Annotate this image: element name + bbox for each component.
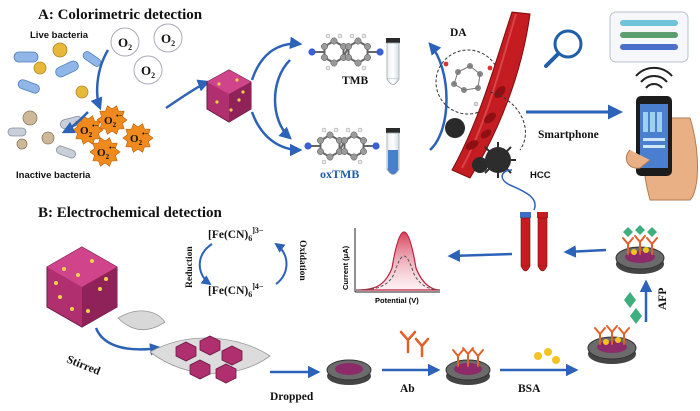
live-bacteria-label: Live bacteria <box>30 30 89 41</box>
hcc-label: HCC <box>530 170 551 181</box>
reduction-label: Reduction <box>185 246 195 288</box>
oxtmb-vial <box>386 128 400 175</box>
bacterium-sphere <box>75 85 89 99</box>
flow-arrow <box>563 245 607 258</box>
antibody-icon <box>399 330 430 358</box>
superoxide-radical: O2•− <box>122 123 154 153</box>
superoxide-group: O2•− O2•− O2•− O2•− <box>72 105 154 167</box>
bacterium-rod-dead <box>55 145 77 159</box>
bacterium-sphere <box>52 42 68 58</box>
bacterium-sphere-dead <box>22 110 38 126</box>
flow-arrow <box>250 36 303 81</box>
svg-text:O2•−: O2•− <box>130 130 149 147</box>
inactive-bacteria-cluster <box>7 110 83 159</box>
svg-text:O2: O2 <box>118 35 132 52</box>
afp-icon <box>624 292 642 324</box>
electrode-disc-ab <box>445 347 491 385</box>
flow-arrow <box>165 79 211 110</box>
electrode-disc-afp <box>615 225 665 274</box>
magnifier-icon <box>544 29 583 68</box>
dropped-label: Dropped <box>270 391 314 403</box>
da-molecule <box>443 61 493 107</box>
bacterium-sphere-dead <box>16 138 28 150</box>
flow-arrow <box>273 59 292 140</box>
flow-arrow <box>90 49 110 111</box>
oxtmb-label: oxTMB <box>320 167 359 181</box>
bacterium-rod-dead <box>7 127 27 137</box>
bacterium-rod <box>55 60 79 78</box>
nanocomposite <box>149 335 271 384</box>
live-bacteria-cluster <box>13 42 102 99</box>
oxidation-label: Oxidation <box>297 240 307 281</box>
inactive-bacteria-label: Inactive bacteria <box>16 170 91 181</box>
flow-arrow <box>250 111 303 157</box>
bsa-icon <box>534 348 560 364</box>
section-b-title: B: Electrochemical detection <box>38 205 222 221</box>
electrode-disc-bsa <box>587 325 637 364</box>
bacterium-sphere <box>33 61 47 75</box>
da-label: DA <box>450 27 467 39</box>
tmb-vial <box>386 38 400 85</box>
svg-text:O2•−: O2•− <box>104 112 123 129</box>
stirred-label: Stirred <box>65 354 102 378</box>
svg-text:O2: O2 <box>141 63 155 80</box>
dark-particle <box>445 118 465 138</box>
dashed-curve <box>489 91 526 151</box>
redox-top: [Fe(CN)6]3− <box>208 226 264 243</box>
smartphone-label: Smartphone <box>538 129 599 141</box>
color-chart-card <box>609 11 689 63</box>
tmb-label: TMB <box>342 75 369 87</box>
tmb-molecule <box>308 33 384 71</box>
bsa-label: BSA <box>518 383 541 395</box>
wifi-icon <box>635 66 673 89</box>
dpv-y-axis-label: Current (μA) <box>341 245 350 290</box>
svg-text:O2•−: O2•− <box>80 122 99 139</box>
superoxide-radical: O2•− <box>96 105 128 135</box>
ab-label: Ab <box>400 383 415 395</box>
dpv-plot <box>354 228 441 293</box>
flow-arrow <box>428 42 448 151</box>
flow-arrow <box>61 111 89 134</box>
graphene-sheet <box>117 310 166 331</box>
dpv-x-axis-label: Potential (V) <box>375 296 419 305</box>
superoxide-radical: O2•− <box>89 137 121 167</box>
smartphone-in-hand <box>625 96 698 201</box>
svg-text:O2•−: O2•− <box>97 144 116 161</box>
svg-text:O2: O2 <box>161 31 175 48</box>
bacterium-rod <box>13 51 39 63</box>
flow-arrow <box>94 327 163 356</box>
nanozyme-polyhedron-large <box>46 246 118 328</box>
afp-label: AFP <box>657 288 669 310</box>
oxygen-bubble: O2 <box>133 55 163 85</box>
redox-arrow-oxidation <box>274 242 288 285</box>
redox-arrow-reduction <box>198 243 213 286</box>
redox-bottom: [Fe(CN)6]4− <box>208 282 264 299</box>
flow-arrow <box>447 249 513 262</box>
bacterium-sphere-dead <box>41 131 55 145</box>
cable-curve <box>501 169 536 211</box>
blood-sample-tubes <box>520 212 548 272</box>
nanozyme-polyhedron <box>206 69 252 123</box>
electrode-disc-dropped <box>326 359 372 385</box>
bacterium-rod <box>17 79 40 94</box>
oxygen-bubble: O2 <box>110 27 140 57</box>
bacterium-rod <box>82 51 102 67</box>
hcc-cell <box>480 142 516 178</box>
oxygen-bubble: O2 <box>153 23 183 53</box>
section-a-title: A: Colorimetric detection <box>38 7 203 23</box>
oxtmb-molecule <box>304 127 380 165</box>
